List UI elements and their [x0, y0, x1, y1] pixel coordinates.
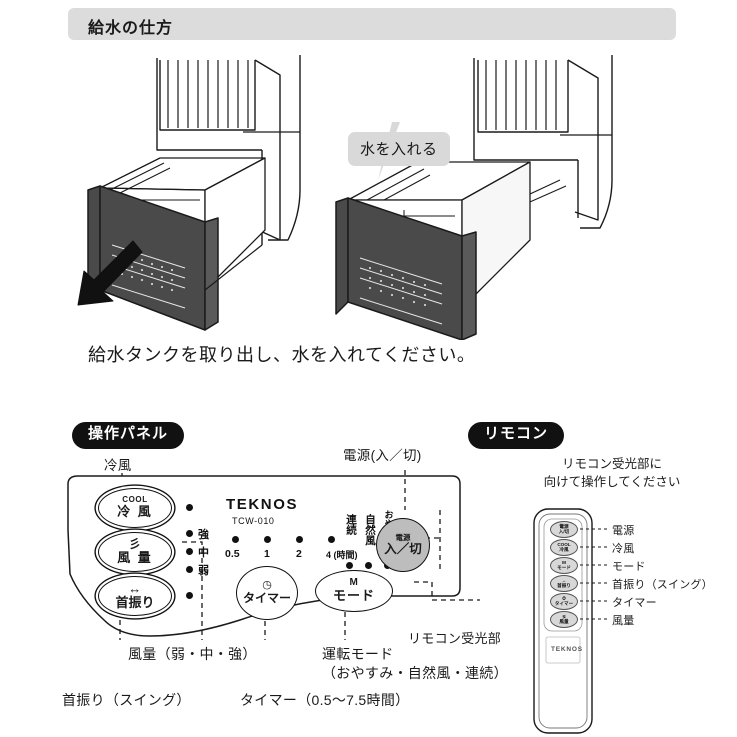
remote-label-mode: モード	[612, 561, 646, 573]
remote-leader-lines	[580, 528, 608, 620]
timer-button-label: タイマー	[242, 591, 291, 606]
swing-button-label: 首振り	[115, 594, 155, 610]
timer-led-4	[328, 536, 335, 543]
cool-led	[186, 504, 193, 511]
remote-label-fan: 風量	[612, 615, 635, 627]
remote-aim-note: リモコン受光部に 向けて操作してください	[497, 455, 727, 491]
remote-mode-button[interactable]: M モード	[550, 557, 578, 574]
timer-label-4: 4 (時間)	[326, 550, 358, 560]
cool-button-sublabel: COOL	[122, 495, 148, 505]
speed-label-high: 強	[198, 529, 209, 541]
annotation-receiver: リモコン受光部	[408, 631, 502, 646]
remote-timer-button[interactable]: ⏱ タイマー	[550, 593, 578, 610]
mode-button[interactable]: M モード	[315, 570, 393, 612]
remote-brand: TEKNOS	[551, 646, 583, 653]
swing-button[interactable]: ↔ 首振り	[98, 576, 172, 616]
timer-led-0-5	[232, 536, 239, 543]
cool-button-label: 冷 風	[117, 504, 153, 520]
panel-brand: TEKNOS	[226, 496, 299, 513]
remote-fan-line2: 風量	[559, 618, 569, 624]
right-illustration	[335, 55, 613, 340]
timer-button[interactable]: ◷ タイマー	[236, 566, 298, 620]
remote-power-line2: 入/切	[558, 528, 570, 534]
swing-led	[186, 592, 193, 599]
remote-timer-line2: タイマー	[554, 600, 574, 606]
remote-power-button[interactable]: 電源 入/切	[550, 521, 578, 538]
mode-label-continuous: 連続	[345, 514, 358, 535]
power-button-sublabel: 電源	[395, 533, 411, 543]
timer-led-1	[264, 536, 271, 543]
remote-label-swing: 首振り（スイング）	[612, 579, 713, 591]
pull-out-arrow	[77, 240, 143, 306]
speed-label-mid: 中	[198, 547, 209, 559]
remote-cool-line2: 冷風	[559, 546, 569, 552]
remote-clock-icon: ⏱	[562, 595, 566, 601]
label-power: 電源(入／切)	[343, 448, 422, 463]
callout-bubble: 水を入れる	[348, 132, 450, 166]
remote-aim-note-line1: リモコン受光部に	[561, 457, 662, 471]
timer-label-2: 2	[296, 548, 302, 560]
remote-label-timer: タイマー	[612, 597, 657, 609]
illustration-area: 水を入れる	[0, 40, 737, 340]
mode-led-natural	[365, 562, 372, 569]
clock-icon: ◷	[262, 579, 272, 592]
wind-icon: 彡	[128, 537, 142, 552]
power-button-label: 入／切	[384, 541, 422, 556]
remote-cool-button[interactable]: COOL 冷風	[550, 539, 578, 556]
section-title: 給水の仕方	[88, 20, 174, 37]
speed-led-high	[186, 530, 193, 537]
power-button[interactable]: 電源 入／切	[376, 518, 430, 572]
mode-led-continuous	[346, 562, 353, 569]
remote-mode-line1: M	[562, 559, 566, 565]
remote-label-cool: 冷風	[612, 543, 635, 555]
remote-mode-line2: モード	[557, 564, 571, 570]
callout-text: 水を入れる	[360, 141, 438, 158]
fan-speed-button[interactable]: 彡 風 量	[98, 532, 172, 572]
annotation-mode-line1: 運転モード	[322, 646, 394, 662]
left-illustration	[87, 55, 301, 331]
timer-label-1: 1	[264, 548, 270, 560]
remote-swing-line2: 首振り	[557, 582, 571, 588]
instruction-caption: 給水タンクを取り出し、水を入れてください。	[88, 345, 476, 365]
annotation-swing: 首振り（スイング）	[62, 692, 191, 708]
remote-aim-note-line2: 向けて操作してください	[543, 475, 681, 490]
remote-control: 電源 入/切 COOL 冷風 M モード ↔ 首振り ⏱ タイマー ≶ 風量 T…	[520, 505, 737, 737]
timer-led-2	[296, 536, 303, 543]
panel-model: TCW-010	[232, 516, 275, 526]
label-cool: 冷風	[104, 458, 132, 473]
mode-button-sublabel: M	[349, 577, 359, 589]
swing-arrow-icon: ↔	[561, 577, 567, 583]
timer-label-0-5: 0.5	[225, 548, 240, 560]
remote-label-power: 電源	[612, 525, 635, 537]
annotation-fan-speed: 風量（弱・中・強）	[128, 646, 257, 662]
section-banner: 給水の仕方	[68, 8, 676, 40]
mode-label-natural: 自然風	[364, 514, 377, 546]
remote-wind-icon: ≶	[562, 613, 566, 619]
remote-swing-button[interactable]: ↔ 首振り	[550, 575, 578, 592]
cool-button[interactable]: COOL 冷 風	[98, 488, 172, 528]
speed-led-low	[186, 566, 193, 573]
annotation-mode-line2: （おやすみ・自然風・連続）	[322, 665, 508, 681]
remote-fan-button[interactable]: ≶ 風量	[550, 611, 578, 628]
mode-button-label: モード	[332, 588, 375, 604]
remote-cool-line1: COOL	[557, 541, 571, 547]
remote-badge: リモコン	[468, 422, 565, 449]
remote-power-line1: 電源	[559, 523, 569, 529]
fan-speed-button-label: 風 量	[117, 550, 153, 566]
control-panel-badge: 操作パネル	[72, 422, 185, 449]
annotation-timer: タイマー（0.5～7.5時間）	[240, 692, 410, 708]
swing-icon: ↔	[128, 580, 142, 596]
control-panel: TEKNOS TCW-010 COOL 冷 風 彡 風 量 強 中 弱 ↔ 首振…	[60, 470, 480, 640]
speed-label-low: 弱	[198, 565, 209, 577]
speed-led-mid	[186, 548, 193, 555]
